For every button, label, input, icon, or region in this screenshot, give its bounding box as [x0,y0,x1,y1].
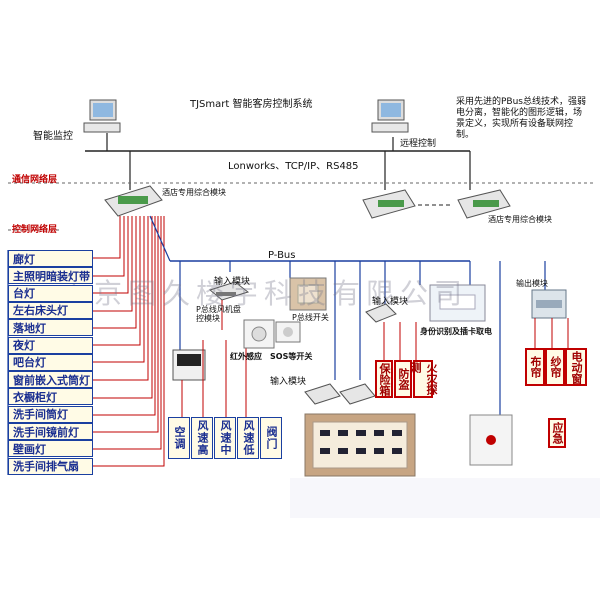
input-module-3-label: 输入模块 [270,377,307,387]
light-item: 主照明暗装灯带 [8,267,93,285]
light-item: 落地灯 [8,319,93,337]
output-box-cloth-curtain: 布帘 [525,348,545,386]
control-layer-label: 控制网络层 [12,225,58,235]
infrared-label: 红外感应 [230,352,262,361]
id-card-panel-icon [429,284,486,322]
watermark: 南京图久楼宇科技有限公司 [60,277,469,310]
sos-label: SOS等开关 [270,352,313,361]
hotel-module-left-icon [104,185,163,217]
sos-switch-icon [275,321,301,343]
fan-box-low: 风速低 [237,417,259,459]
bottom-fade [290,478,600,518]
emergency-box: 应急 [548,418,566,448]
light-item: 左右床头灯 [8,301,93,319]
fan-box-valve: 阀门 [260,417,282,459]
light-item: 衣橱柜灯 [8,388,93,406]
p-switch-icon [289,277,327,311]
light-item: 台灯 [8,284,93,302]
output-module-label: 输出模块 [516,279,548,288]
remote-label: 远程控制 [400,139,437,149]
fan-control-label: P总线风机盘控模块 [196,305,241,323]
light-item: 洗手间筒灯 [8,405,93,423]
hotel-module-left-label: 酒店专用综合模块 [162,188,226,197]
fan-control-module-icon [208,281,250,301]
light-item: 壁画灯 [8,440,93,458]
light-item: 吧台灯 [8,353,93,371]
input-module-3-icon [304,383,376,405]
light-item: 洗手间镜前灯 [8,423,93,440]
hotel-module-right1-icon [362,189,416,219]
output-box-window: 电动窗 [565,348,587,386]
monitor-label: 智能监控 [33,131,73,142]
p-switch-label: P总线开关 [292,313,329,322]
fan-box-aircon: 空调 [168,417,190,459]
light-item: 夜灯 [8,336,93,354]
input-box-safe: 保险箱 [375,360,393,398]
hotel-module-right2-icon [457,189,511,219]
input-module-1-label: 输入模块 [214,277,251,287]
bedside-panel-icon [304,413,416,477]
input-box-wires [383,322,417,360]
hotel-module-right-label: 酒店专用综合模块 [488,215,552,224]
infrared-sensor-icon [243,319,275,349]
light-item: 窗前嵌入式筒灯 [8,371,93,389]
input-module-2-icon [365,303,397,323]
output-box-gauze-curtain: 纱帘 [545,348,565,386]
fan-box-high: 风速高 [191,417,213,459]
doorbell-panel-icon [469,414,513,466]
light-wires [93,216,165,467]
pbus-label: P-Bus [268,250,296,261]
light-item: 廊灯 [8,250,93,267]
output-module-icon [531,289,567,319]
network-label: Lonworks、TCP/IP、RS485 [228,161,359,172]
fan-box-wires [181,340,247,417]
output-box-wires [534,318,569,348]
light-item: 洗手间排气扇 [8,457,93,475]
thermostat-panel-icon [172,349,206,381]
input-box-antitheft: 防盗 [394,360,412,398]
feature-note: 采用先进的PBus总线技术，强弱电分离，智能化的图形逻辑，场景定义，实现所有设备… [456,97,586,140]
input-module-2-label: 输入模块 [372,297,409,307]
diagram-title: TJSmart 智能客房控制系统 [190,99,313,110]
input-box-fire: 火灾探测 [409,360,438,398]
pbus-from-module [149,215,171,262]
pbus-drops [179,261,546,415]
remote-computer-icon [371,99,409,133]
id-card-label: 身份识别及插卡取电 [420,327,492,336]
comm-layer-label: 通信网络层 [12,175,58,185]
fan-box-mid: 风速中 [214,417,236,459]
monitor-computer-icon [83,99,121,133]
